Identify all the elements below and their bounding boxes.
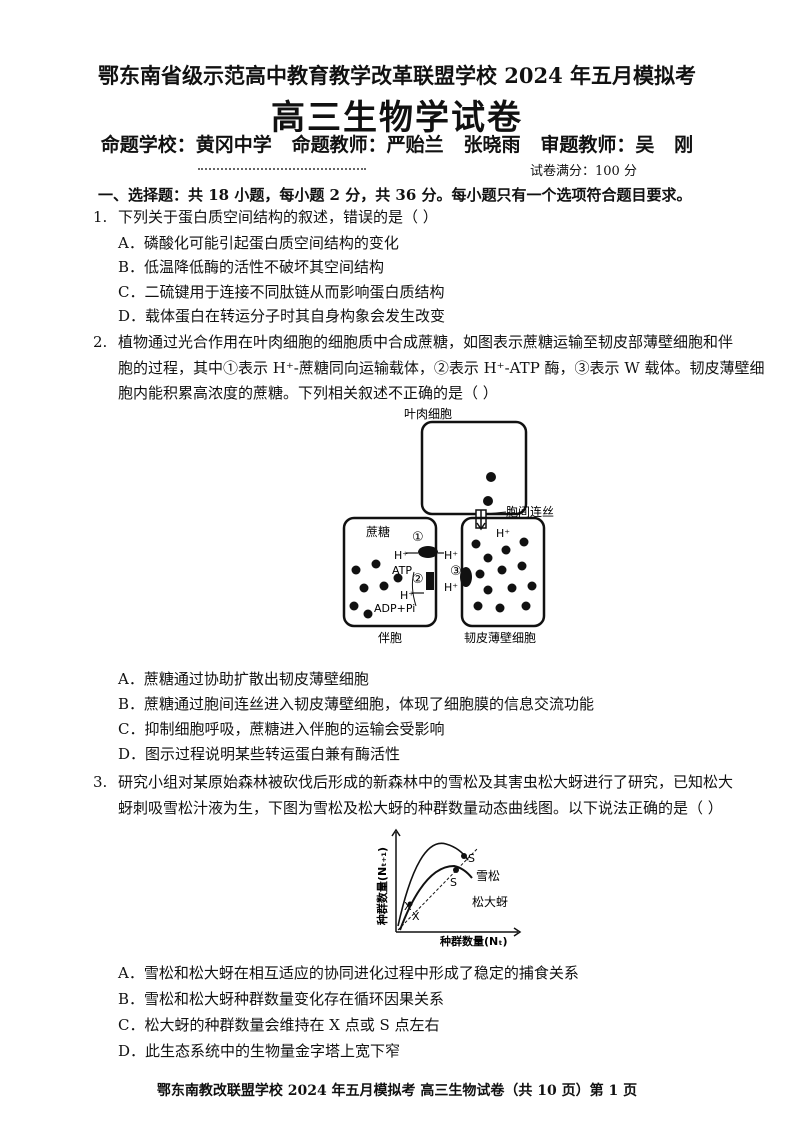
reference-diagonal	[397, 847, 479, 931]
mesophyll-label: 叶肉细胞	[404, 407, 452, 421]
question-stem: 下列关于蛋白质空间结构的叙述，错误的是（ ）	[118, 208, 438, 226]
sucrose-dot	[486, 472, 496, 482]
sucrose-dot	[363, 609, 373, 619]
point-x	[407, 901, 413, 907]
plasmodesmata-arrowhead	[476, 522, 486, 531]
sucrose-dot	[379, 581, 389, 591]
exam-header: 鄂东南省级示范高中教育教学改革联盟学校 2024 年五月模拟考	[97, 63, 697, 88]
carrier2-number: ②	[412, 572, 424, 587]
sucrose-dot	[527, 581, 537, 591]
plasmodesmata-pointer	[485, 511, 507, 515]
section-title: 一、选择题：共 18 小题，每小题 2 分，共 36 分。每小题只有一个选项符合…	[98, 186, 692, 204]
carrier1-number: ①	[412, 530, 424, 545]
mesophyll-cell	[420, 420, 528, 516]
option-a: A．雪松和松大蚜在相互适应的协同进化过程中形成了稳定的捕食关系	[118, 964, 579, 982]
question-stem-line: 胞的过程，其中①表示 H⁺-蔗糖同向运输载体，②表示 H⁺-ATP 酶，③表示 …	[118, 359, 765, 377]
x-axis-arrow	[513, 927, 522, 937]
population-dynamics-plot: 种群数量(Nₜ₊₁) 种群数量(Nₜ) S S X X 雪松 松大蚜	[375, 828, 522, 948]
option-d: D．此生态系统中的生物量金字塔上宽下窄	[118, 1042, 401, 1060]
series-cedar-curve	[397, 842, 469, 927]
series-aphid-curve	[399, 864, 473, 931]
y-axis-label: 种群数量(Nₜ₊₁)	[375, 847, 389, 926]
sucrose-dot	[521, 601, 531, 611]
sucrose-dot	[483, 553, 493, 563]
parenchyma-label: 韧皮薄壁细胞	[464, 630, 536, 645]
sucrose-dot	[483, 585, 493, 595]
option-a: A．蔗糖通过协助扩散出韧皮薄壁细胞	[118, 670, 369, 688]
option-c: C．抑制细胞呼吸，蔗糖进入伴胞的运输会受影响	[118, 720, 445, 738]
question-number: 1.	[93, 208, 108, 226]
companion-label: 伴胞	[378, 631, 402, 645]
sucrose-transport-diagram: 叶肉细胞 胞间连丝 蔗糖 伴胞 韧皮薄壁细胞 H⁺ ① H⁺ H⁺ ATP ② …	[342, 407, 554, 645]
question-stem-line: 胞内能积累高浓度的蔗糖。下列相关叙述不正确的是（ ）	[118, 384, 498, 402]
sucrose-dot	[475, 569, 485, 579]
h-label: H⁺	[496, 527, 510, 540]
carrier3-number: ③	[450, 564, 462, 579]
companion-cell	[342, 516, 438, 628]
sucrose-dot	[517, 561, 527, 571]
option-b: B．蔗糖通过胞间连丝进入韧皮薄壁细胞，体现了细胞膜的信息交流功能	[118, 695, 595, 713]
sucrose-dot	[371, 559, 381, 569]
y-axis-arrow	[391, 828, 401, 837]
label-s-upper: S	[468, 852, 475, 865]
label-s-lower: S	[450, 876, 457, 889]
sucrose-label: 蔗糖	[366, 524, 390, 539]
h-label: H⁺	[444, 581, 458, 594]
carrier1-symporter	[418, 546, 438, 558]
page-footer: 鄂东南教改联盟学校 2024 年五月模拟考 高三生物试卷（共 10 页）第 1 …	[156, 1083, 638, 1099]
sucrose-dot	[497, 565, 507, 575]
sucrose-dot	[507, 583, 517, 593]
atp-hydrolysis-arrow	[411, 571, 417, 607]
plasmodesmata-label: 胞间连丝	[506, 504, 554, 519]
adp-label: ADP+Pi	[374, 602, 415, 615]
question-stem-line: 植物通过光合作用在叶肉细胞的细胞质中合成蔗糖，如图表示蔗糖运输至韧皮部薄壁细胞和…	[118, 333, 734, 351]
sucrose-dot	[351, 565, 361, 575]
point-s-aphid	[453, 867, 459, 873]
option-d: D．图示过程说明某些转运蛋白兼有酶活性	[118, 745, 401, 763]
exam-score: 试卷满分：100 分	[530, 164, 637, 179]
legend-cedar: 雪松	[476, 869, 500, 883]
option-c: C．松大蚜的种群数量会维持在 X 点或 S 点左右	[118, 1016, 440, 1034]
label-x-upper: X	[404, 900, 412, 913]
option-b: B．低温降低酶的活性不破坏其空间结构	[118, 258, 385, 276]
option-a: A．磷酸化可能引起蛋白质空间结构的变化	[118, 234, 399, 252]
sucrose-dot	[359, 583, 369, 593]
sucrose-dot	[471, 539, 481, 549]
h-label: H⁺	[394, 549, 408, 562]
label-x-lower: X	[412, 910, 420, 923]
sucrose-dot	[501, 545, 511, 555]
point-s-cedar	[461, 853, 467, 859]
sucrose-dot	[519, 537, 529, 547]
option-d: D．载体蛋白在转运分子时其自身构象会发生改变	[118, 307, 446, 325]
sucrose-dot	[349, 601, 359, 611]
sucrose-dot	[483, 496, 493, 506]
x-axis-label: 种群数量(Nₜ)	[439, 934, 508, 948]
carrier2-atpase	[426, 572, 434, 590]
question-number: 2.	[93, 333, 108, 351]
sucrose-dot	[393, 573, 403, 583]
question-number: 3.	[93, 773, 108, 791]
exam-title: 高三生物学试卷	[271, 98, 523, 138]
option-c: C．二硫键用于连接不同肽链从而影响蛋白质结构	[118, 283, 445, 301]
legend-aphid: 松大蚜	[472, 894, 508, 909]
scanned-blur-mark	[198, 168, 366, 176]
sucrose-dot	[473, 601, 483, 611]
carrier3-w-transporter	[460, 567, 472, 587]
exam-authors: 命题学校：黄冈中学 命题教师：严贻兰 张晓雨 审题教师：吴 刚	[100, 134, 694, 156]
h-label: H⁺	[444, 549, 458, 562]
question-stem-line: 蚜刺吸雪松汁液为生，下图为雪松及松大蚜的种群数量动态曲线图。以下说法正确的是（ …	[118, 799, 723, 817]
sucrose-dot	[495, 603, 505, 613]
h-label: H⁺	[400, 589, 414, 602]
question-stem-line: 研究小组对某原始森林被砍伐后形成的新森林中的雪松及其害虫松大蚜进行了研究，已知松…	[118, 773, 734, 791]
option-b: B．雪松和松大蚜种群数量变化存在循环因果关系	[118, 990, 445, 1008]
